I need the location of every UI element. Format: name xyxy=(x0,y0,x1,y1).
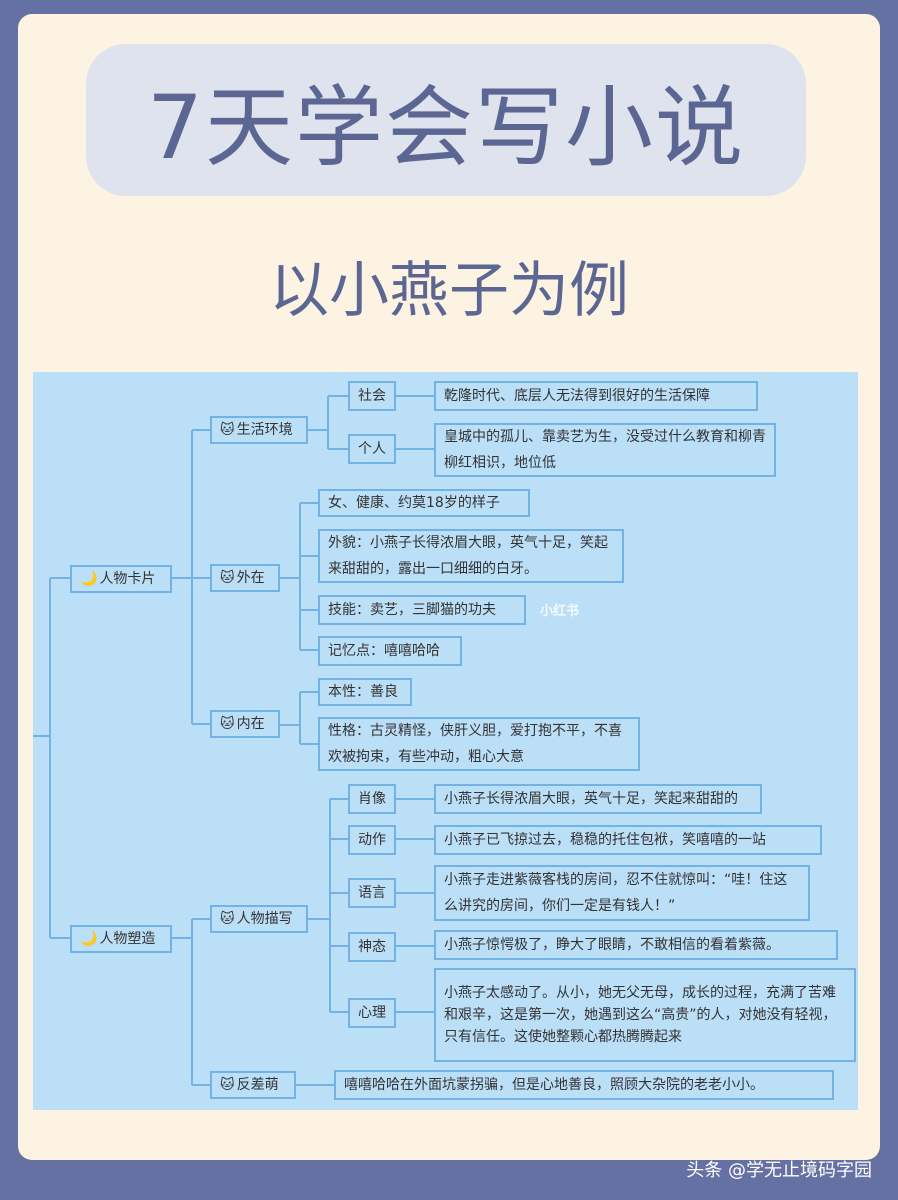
node-desc: 🐱人物描写 xyxy=(210,905,308,933)
node-mind: 心理 xyxy=(348,998,396,1028)
node-outer-4: 记忆点：嘻嘻哈哈 xyxy=(318,636,462,666)
node-speech: 语言 xyxy=(348,878,396,908)
node-outer-1: 女、健康、约莫18岁的样子 xyxy=(318,489,530,517)
node-contrast-text: 嘻嘻哈哈在外面坑蒙拐骗，但是心地善良，照顾大杂院的老老小小。 xyxy=(334,1070,834,1100)
node-mind-text: 小燕子太感动了。从小，她无父无母，成长的过程，充满了苦难和艰辛，这是第一次，她遇… xyxy=(434,968,856,1062)
mind-map: 🌙人物卡片 🌙人物塑造 🐱生活环境 🐱外在 🐱内在 🐱人物描写 🐱反差萌 社会 … xyxy=(33,372,858,1110)
cat-face-icon: 🐱 xyxy=(220,422,235,438)
node-inner-2: 性格：古灵精怪，侠肝义胆，爱打抱不平，不喜欢被拘束，有些冲动，粗心大意 xyxy=(318,717,640,771)
page-title: 7天学会写小说 xyxy=(147,75,745,179)
node-expression-text: 小燕子惊愕极了，睁大了眼睛，不敢相信的看着紫薇。 xyxy=(434,930,838,960)
banana-icon: 🌙 xyxy=(80,571,98,587)
banana-icon: 🌙 xyxy=(80,931,98,947)
node-action-text: 小燕子已飞掠过去，稳稳的托住包袱，笑嘻嘻的一站 xyxy=(434,825,822,855)
node-outer-3: 技能：卖艺，三脚猫的功夫 xyxy=(318,595,526,625)
node-card: 🌙人物卡片 xyxy=(70,565,172,593)
node-inner-1: 本性：善良 xyxy=(318,678,412,706)
node-speech-text: 小燕子走进紫薇客栈的房间，忍不住就惊叫：“哇！住这么讲究的房间，你们一定是有钱人… xyxy=(434,865,810,921)
cat-face-icon: 🐱 xyxy=(220,716,235,732)
page-subtitle: 以小燕子为例 xyxy=(269,256,629,326)
cat-face-icon: 🐱 xyxy=(220,570,235,586)
node-portrait-text: 小燕子长得浓眉大眼，英气十足，笑起来甜甜的 xyxy=(434,784,762,814)
node-expression: 神态 xyxy=(348,932,396,962)
connector-lines xyxy=(33,395,434,1086)
node-personal: 个人 xyxy=(348,434,396,464)
footer-credit: 头条 @学无止境码字园 xyxy=(686,1160,872,1181)
node-personal-text: 皇城中的孤儿、靠卖艺为生，没受过什么教育和柳青柳红相识，地位低 xyxy=(434,423,776,477)
cat-face-icon: 🐱 xyxy=(220,911,235,927)
node-env: 🐱生活环境 xyxy=(210,416,308,444)
node-action: 动作 xyxy=(348,825,396,855)
node-society: 社会 xyxy=(348,381,396,411)
title-banner: 7天学会写小说 xyxy=(86,44,806,196)
node-contrast: 🐱反差萌 xyxy=(210,1071,296,1099)
node-inner: 🐱内在 xyxy=(210,710,280,738)
node-outer-2: 外貌：小燕子长得浓眉大眼，英气十足，笑起来甜甜的，露出一口细细的白牙。 xyxy=(318,529,624,583)
node-shape: 🌙人物塑造 xyxy=(70,925,172,953)
node-portrait: 肖像 xyxy=(348,784,396,814)
node-society-text: 乾隆时代、底层人无法得到很好的生活保障 xyxy=(434,381,758,411)
node-outer: 🐱外在 xyxy=(210,564,280,592)
watermark: 小红书 xyxy=(540,604,580,619)
cat-face-icon: 🐱 xyxy=(220,1077,235,1093)
